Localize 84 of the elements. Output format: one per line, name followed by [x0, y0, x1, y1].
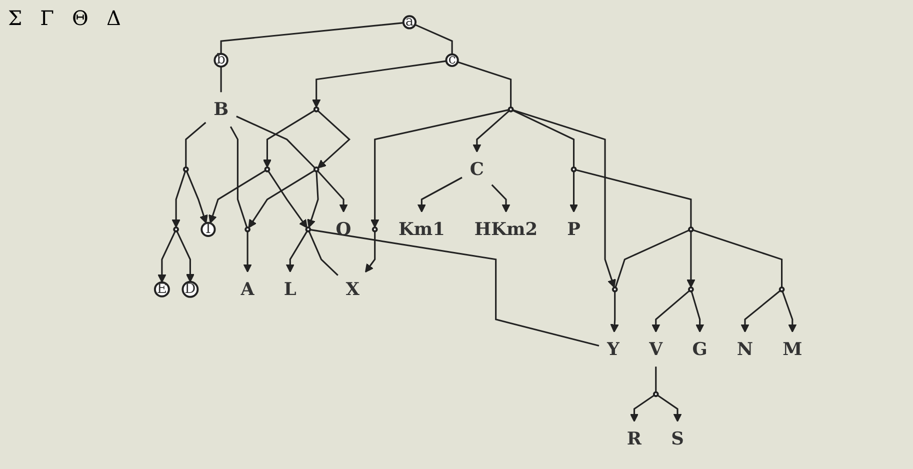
node-circle: [778, 286, 785, 292]
group-label: Δ: [106, 6, 121, 30]
connector: [575, 169, 692, 228]
node-text: Y: [606, 339, 620, 360]
node-circle: T: [200, 222, 216, 237]
arrow: [370, 109, 510, 228]
node-circle: [305, 226, 312, 232]
arrow: [686, 231, 696, 288]
connector: [185, 122, 206, 168]
arrow: [610, 291, 619, 333]
connector: [692, 229, 783, 288]
node-circle: [652, 391, 659, 398]
connector: [614, 230, 690, 288]
arrow: [690, 291, 704, 333]
node-text: V: [649, 339, 663, 360]
arrow: [176, 230, 195, 282]
node-circle: [508, 106, 514, 112]
connector: [220, 66, 222, 92]
arrow: [312, 60, 446, 108]
node-circle: [372, 226, 378, 232]
arrow: [472, 110, 510, 153]
node-circle: [612, 286, 618, 292]
arrow: [186, 170, 208, 224]
connector: [457, 61, 512, 108]
arrow: [782, 291, 797, 333]
arrow: [512, 109, 616, 288]
arrow: [243, 231, 252, 273]
arrow: [286, 230, 308, 273]
arrow: [262, 110, 316, 168]
node-circle: [570, 166, 577, 172]
arrow: [172, 171, 186, 228]
arrow: [364, 231, 376, 273]
node-circle: [313, 166, 320, 172]
connector: [220, 22, 404, 54]
node-circle: [264, 166, 270, 172]
arrow: [307, 171, 319, 228]
connector: [512, 110, 575, 168]
arrow: [417, 176, 462, 213]
node-text: L: [284, 279, 296, 300]
node-circle: a: [402, 15, 417, 30]
arrow: [158, 230, 176, 283]
arrow: [652, 290, 690, 333]
arrow: [630, 394, 655, 422]
connector: [230, 126, 248, 228]
node-circle: [244, 226, 250, 232]
connector: [310, 228, 600, 347]
node-circle: E: [154, 281, 170, 298]
node-text: Km1: [398, 219, 445, 240]
group-label: Γ: [40, 6, 54, 30]
node-text: N: [736, 339, 754, 360]
arrow: [569, 171, 578, 213]
connector: [655, 366, 657, 392]
node-circle: [182, 166, 189, 172]
connector: [414, 24, 453, 54]
group-label: Σ: [8, 6, 22, 30]
group-label: Θ: [72, 6, 88, 30]
node-circle: [173, 226, 180, 232]
node-circle: [688, 286, 694, 292]
node-circle: [313, 106, 320, 112]
arrow: [317, 170, 348, 213]
node-text: R: [626, 428, 642, 450]
node-text: HKm2: [474, 219, 538, 240]
node-circle: c: [445, 53, 459, 68]
node-text: O: [336, 219, 352, 240]
node-text: P: [567, 219, 580, 240]
node-text: X: [346, 279, 360, 300]
arrow: [208, 170, 266, 224]
node-text: B: [214, 99, 229, 120]
node-circle: b: [214, 52, 228, 68]
node-text: S: [671, 428, 684, 450]
node-circle: D: [182, 280, 199, 298]
arrow: [248, 170, 316, 228]
arrow: [740, 290, 781, 333]
connector: [308, 230, 338, 276]
node-text: A: [240, 279, 254, 300]
node-text: G: [692, 339, 708, 360]
arrow: [491, 184, 510, 213]
arrow: [317, 110, 351, 168]
node-circle: [688, 226, 694, 232]
connector: [236, 116, 316, 169]
arrow: [657, 394, 682, 422]
node-text: M: [782, 339, 802, 360]
node-text: C: [470, 159, 484, 180]
arrow: [268, 170, 308, 228]
